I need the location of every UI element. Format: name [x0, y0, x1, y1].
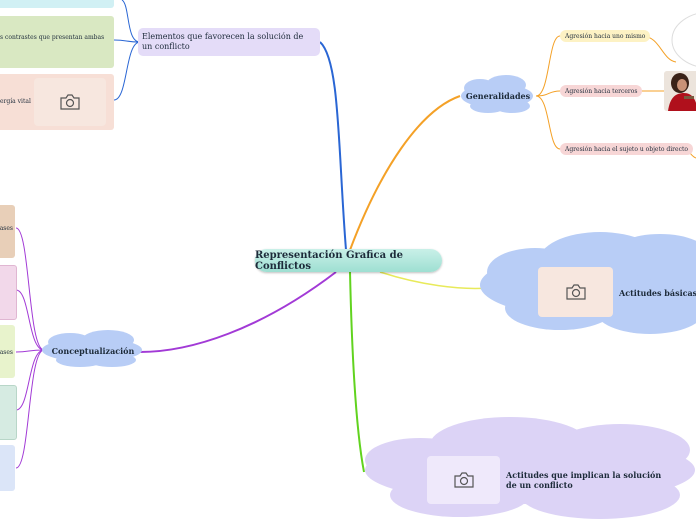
cloud-conceptualizacion — [42, 330, 142, 367]
concept-box-1-label: ases — [0, 225, 13, 232]
actitudes-basicas-image-placeholder — [538, 267, 613, 317]
central-topic-label: Representación Grafica de Conflictos — [255, 249, 403, 272]
elementos-box-contrastes-label: s contrastes que presentan ambas — [0, 34, 105, 41]
actitudes-basicas-topic[interactable]: Actitudes básicas par — [619, 288, 696, 298]
cloud-actitudes-solucion — [365, 417, 695, 519]
actitudes-solucion-topic[interactable]: Actitudes que implican la solución de un… — [506, 470, 666, 490]
subtopic-label: Agresión hacia terceros — [565, 87, 638, 95]
subtopic-label: Agresión hacia uno mismo — [565, 32, 646, 40]
subtopic-agresion-uno-mismo[interactable]: Agresión hacia uno mismo — [560, 30, 651, 42]
concept-box-4[interactable] — [0, 385, 17, 440]
subtopic-agresion-sujeto[interactable]: Agresión hacia el sujeto u objeto direct… — [560, 143, 693, 155]
elementos-box-contrastes[interactable]: s contrastes que presentan ambas — [0, 16, 114, 68]
concept-box-3-label: ases — [0, 349, 13, 356]
generalidades-label: Generalidades — [465, 91, 531, 101]
elementos-topic[interactable]: Elementos que favorecen la solución de u… — [138, 28, 320, 56]
camera-icon — [453, 472, 474, 488]
actitudes-basicas-label: Actitudes básicas par — [619, 288, 696, 298]
person-photo — [664, 71, 696, 111]
branch-actitudes-solucion — [349, 271, 365, 473]
concept-box-3[interactable]: ases — [0, 325, 15, 378]
elementos-box-top-partial[interactable] — [0, 0, 114, 8]
camera-icon — [565, 284, 586, 300]
actitudes-solucion-image-placeholder — [427, 456, 500, 504]
generalidades-topic[interactable]: Generalidades — [462, 91, 534, 101]
concept-box-5[interactable] — [0, 445, 15, 491]
branch-elementos — [319, 41, 347, 251]
branch-conceptualizacion — [139, 271, 337, 353]
subtopic-agresion-terceros[interactable]: Agresión hacia terceros — [560, 85, 643, 97]
image-placeholder — [34, 78, 106, 126]
camera-icon — [60, 94, 80, 110]
elementos-box-energia[interactable]: ergía vital — [0, 74, 114, 130]
conceptualizacion-label: Conceptualización — [51, 346, 135, 356]
cloud-actitudes-basicas — [480, 232, 696, 334]
branch-generalidades — [349, 95, 461, 251]
cloud-generalidades — [461, 75, 533, 113]
subtopic-label: Agresión hacia el sujeto u objeto direct… — [565, 145, 688, 153]
concept-box-1[interactable]: ases — [0, 205, 15, 258]
branch-actitudes-basicas — [379, 271, 489, 290]
actitudes-solucion-label: Actitudes que implican la solución de un… — [506, 470, 662, 490]
central-topic[interactable]: Representación Grafica de Conflictos — [255, 249, 442, 272]
cloud-partial-top-right — [671, 13, 696, 67]
conceptualizacion-topic[interactable]: Conceptualización — [44, 346, 142, 356]
concept-box-2[interactable] — [0, 265, 17, 320]
elementos-box-energia-label: ergía vital — [0, 98, 31, 105]
person-photo-illustration — [664, 71, 696, 111]
elementos-label: Elementos que favorecen la solución de u… — [142, 32, 304, 51]
